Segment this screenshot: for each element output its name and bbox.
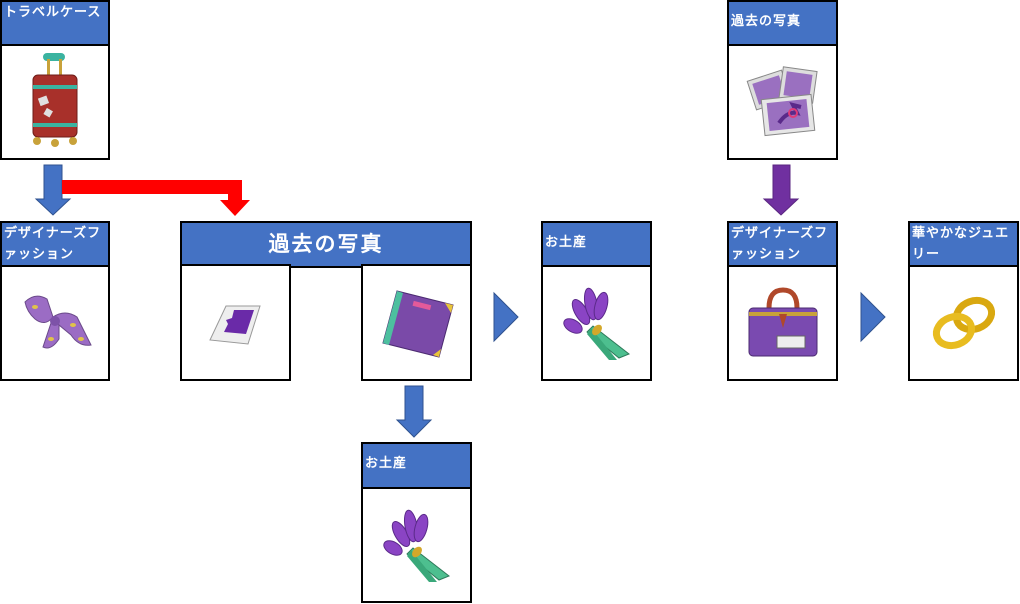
lavender-bouquet-icon bbox=[363, 487, 470, 601]
gold-rings-icon bbox=[910, 265, 1017, 379]
arrow-elbow-red bbox=[62, 180, 250, 216]
item-card-souvenir-right: お土産 bbox=[541, 221, 652, 381]
group-header: 過去の写真 bbox=[182, 223, 470, 268]
item-label: トラベルケース bbox=[4, 5, 102, 20]
item-header: お土産 bbox=[543, 223, 650, 267]
item-header: デザイナーズファッション bbox=[729, 223, 836, 267]
photo-album-icon bbox=[363, 266, 470, 379]
item-label: デザイナーズファッション bbox=[731, 226, 829, 262]
item-header: トラベルケース bbox=[2, 2, 108, 46]
item-header: 華やかなジュエリー bbox=[910, 223, 1017, 267]
ribbon-icon bbox=[2, 265, 108, 379]
photo-stack-icon bbox=[729, 44, 836, 158]
item-card-photo-album bbox=[361, 264, 472, 381]
arrow-down-purple bbox=[762, 164, 800, 216]
suitcase-icon bbox=[2, 44, 108, 158]
item-card-designer-fashion-right: デザイナーズファッション bbox=[727, 221, 838, 381]
item-label: デザイナーズファッション bbox=[4, 226, 102, 262]
item-card-souvenir-bottom: お土産 bbox=[361, 442, 472, 603]
item-header: デザイナーズファッション bbox=[2, 223, 108, 267]
item-label: 華やかなジュエリー bbox=[912, 226, 1010, 262]
arrow-down-blue-2 bbox=[395, 385, 433, 438]
lavender-bouquet-icon bbox=[543, 265, 650, 379]
item-card-jewelry: 華やかなジュエリー bbox=[908, 221, 1019, 381]
item-card-travel-case: トラベルケース bbox=[0, 0, 110, 160]
item-card-torn-photo bbox=[180, 264, 291, 381]
torn-photo-icon bbox=[182, 266, 289, 379]
chevron-right-icon bbox=[860, 291, 886, 343]
arrow-down-blue-1 bbox=[34, 164, 72, 216]
item-card-designer-fashion-left: デザイナーズファッション bbox=[0, 221, 110, 381]
chevron-right-icon bbox=[493, 291, 519, 343]
item-card-old-photo-right: 過去の写真 bbox=[727, 0, 838, 160]
item-header: お土産 bbox=[363, 444, 470, 489]
vanity-case-icon bbox=[729, 265, 836, 379]
item-header: 過去の写真 bbox=[729, 2, 836, 46]
